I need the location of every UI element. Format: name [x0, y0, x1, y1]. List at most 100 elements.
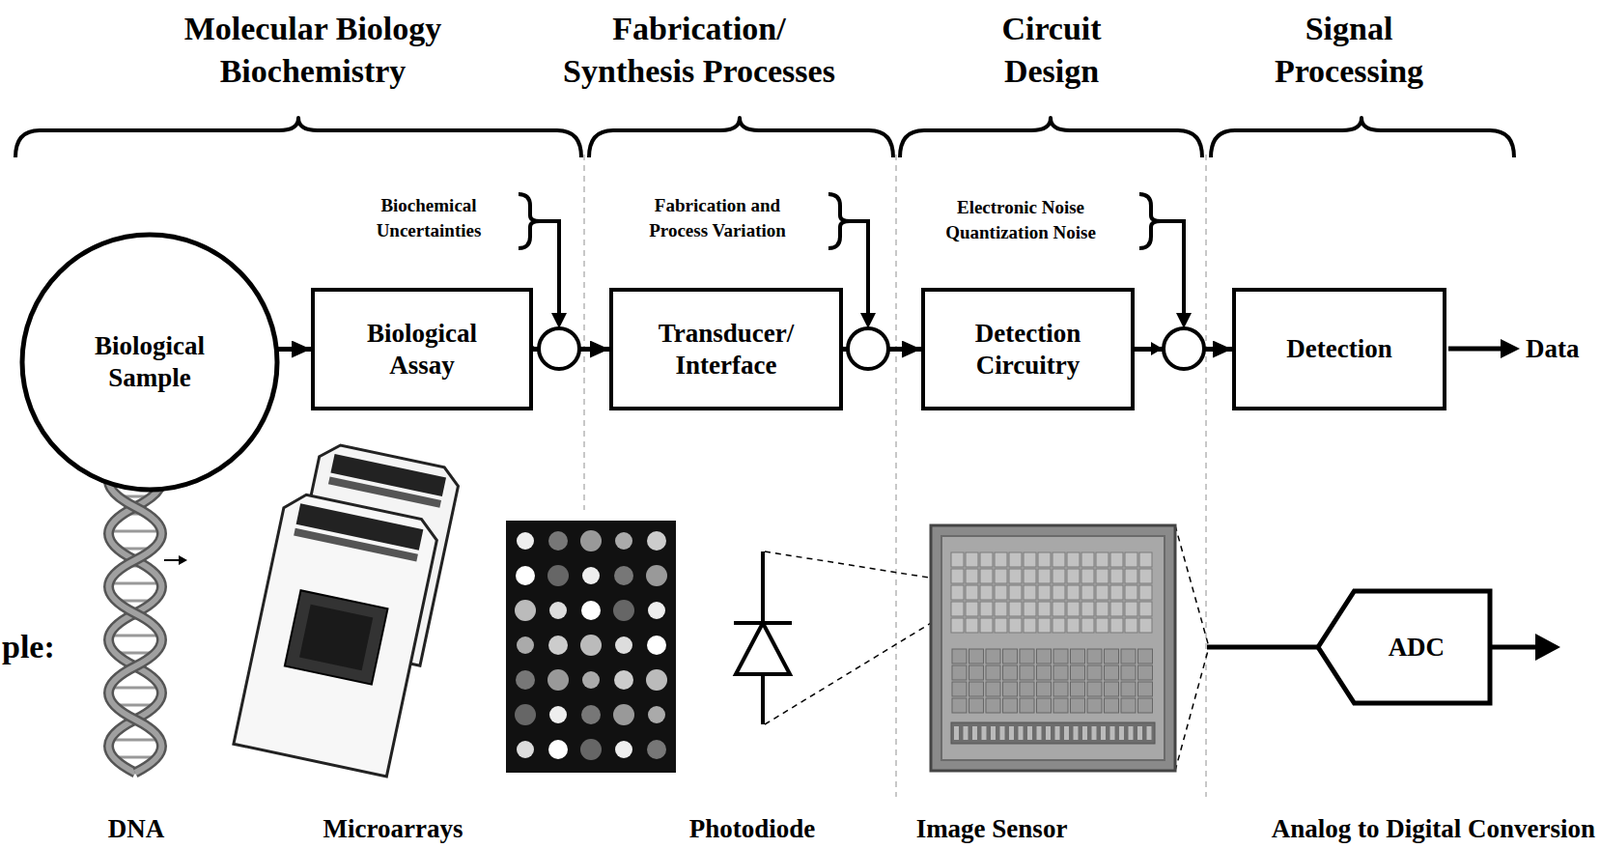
sensor-pixel [1095, 585, 1109, 600]
sensor-block [1019, 698, 1035, 713]
array-spot [645, 669, 668, 691]
flow-arrow [276, 346, 311, 352]
sensor-die [930, 525, 1176, 771]
sensor-pixel [1052, 568, 1066, 584]
sensor-block [952, 665, 967, 680]
array-spot [582, 671, 600, 689]
sensor-block [1104, 648, 1120, 664]
readout-column [1064, 726, 1069, 740]
summing-junction [538, 328, 580, 369]
array-spot [548, 739, 568, 759]
node-label: Biological Sample [77, 330, 223, 394]
arrowhead [1535, 633, 1561, 661]
arrowhead [551, 312, 567, 329]
sensor-pixel [980, 617, 993, 633]
array-spot [580, 738, 602, 760]
array-spot [580, 634, 602, 656]
readout-column [1082, 726, 1088, 740]
sensor-pixel [980, 568, 993, 584]
process-box: Biological Assay [310, 287, 534, 411]
array-spot [614, 670, 634, 690]
sensor-block [985, 698, 1001, 713]
microarray-chip [233, 490, 441, 777]
section-heading: Molecular Biology Biochemistry [158, 7, 468, 93]
sensor-pixel [1038, 552, 1051, 567]
sensor-pixel [1110, 601, 1123, 617]
dna-arrow [164, 555, 188, 565]
example-caption: Photodiode [636, 813, 869, 844]
array-spot [547, 669, 569, 691]
sensor-block [1053, 698, 1068, 713]
example-caption: Image Sensor [875, 813, 1108, 844]
example-caption: DNA [39, 813, 233, 844]
sensor-pixel [1110, 552, 1123, 567]
readout-column [1128, 726, 1134, 740]
bracket-arrow [849, 221, 869, 315]
sensor-pixel [1124, 568, 1138, 584]
sensor-block [1070, 681, 1086, 697]
sensor-block [969, 698, 984, 713]
summing-junction [847, 328, 889, 369]
base-pair [109, 530, 162, 534]
sensor-pixel [1124, 601, 1138, 617]
brace [15, 117, 582, 158]
sensor-pixel [1009, 552, 1022, 567]
noise-source: Fabrication and Process Variation [625, 193, 810, 243]
sensor-block [969, 681, 984, 697]
chip-window-inner [299, 604, 373, 671]
sensor-pixel [1081, 585, 1095, 600]
chip-body [233, 490, 441, 777]
sensor-block [952, 648, 967, 664]
section-braces [15, 117, 1515, 158]
readout-column [1073, 726, 1079, 740]
array-spot [582, 566, 600, 585]
readout-column [990, 726, 996, 740]
sensor-block [969, 648, 984, 664]
process-box: Detection [1232, 287, 1447, 411]
sensor-block [1003, 681, 1018, 697]
sensor-block [1053, 665, 1068, 680]
array-spot [613, 703, 635, 726]
process-box: Detection Circuitry [921, 287, 1135, 411]
sensor-pixel [951, 601, 964, 617]
zoom-line [764, 551, 990, 588]
sensor-block [1037, 665, 1052, 680]
readout-column [1027, 726, 1033, 740]
base-pair [110, 686, 161, 690]
array-spot [615, 740, 633, 758]
array-spot [549, 705, 567, 724]
sensor-pixel [1081, 568, 1095, 584]
example-caption: Microarrays [267, 813, 519, 844]
array-spot [615, 636, 633, 654]
base-pair [110, 738, 160, 742]
sample-circle: Biological Sample [19, 231, 281, 493]
array-spot [515, 670, 535, 690]
sensor-pixel [965, 617, 979, 633]
sensor-pixel [1009, 601, 1022, 617]
readout-column [1092, 726, 1097, 740]
circle-outline [19, 231, 281, 493]
divider [895, 154, 898, 797]
arrowhead [860, 312, 876, 329]
section-heading: Signal Processing [1252, 7, 1446, 93]
node-label: Biological Assay [349, 317, 495, 382]
sensor-core [941, 535, 1165, 760]
sensor-pixel [1139, 552, 1152, 567]
pentagon-shape [1318, 590, 1490, 703]
sensor-pixel [1009, 568, 1022, 584]
sensor-pixel [1066, 585, 1080, 600]
sensor-block [1070, 648, 1086, 664]
sensor-pixel [1124, 617, 1138, 633]
divider [1205, 154, 1208, 797]
array-spot [581, 704, 601, 725]
array-spot [614, 565, 634, 586]
sensor-pixel [1052, 617, 1066, 633]
base-pair [109, 634, 161, 638]
array-spot [645, 564, 668, 587]
sensor-block [1053, 681, 1068, 697]
sensor-block [985, 681, 1001, 697]
sensor-block [1019, 665, 1035, 680]
sensor-block [1138, 665, 1153, 680]
array-spot [514, 599, 536, 621]
